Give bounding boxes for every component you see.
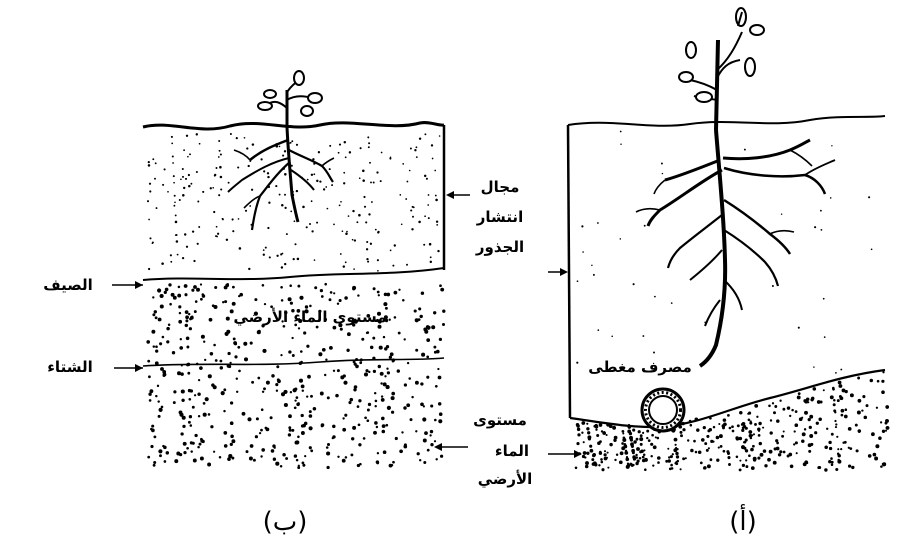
panel-b-caption: (ب): [263, 507, 308, 537]
groundwater-label-line2: الماء: [495, 442, 529, 460]
root-zone-label-line3: الجذور: [475, 238, 524, 256]
covered-drain-label: مصرف مغطى: [588, 358, 692, 376]
root-zone-edge-a: [568, 125, 570, 418]
groundwater-label-line3: الأرضي: [478, 470, 533, 488]
soil-dots-lower-a: [575, 371, 890, 472]
summer-label-group: الصيف: [43, 276, 143, 294]
root-zone-label-group: مجال انتشار الجذور: [446, 178, 568, 276]
winter-water-table-line: [143, 358, 444, 366]
center-labels: مجال انتشار الجذور مستوى الماء الأرضي: [434, 178, 582, 488]
panel-a: مصرف مغطى (أ): [568, 8, 889, 537]
summer-label: الصيف: [43, 276, 93, 294]
groundwater-level-label-b: مستوى الماء الأرضي: [233, 308, 386, 326]
winter-label: الشتاء: [47, 358, 92, 376]
winter-label-group: الشتاء: [47, 358, 143, 376]
panel-b: الصيف الشتاء مستوى الماء الأرضي (ب): [43, 71, 445, 537]
plant-large: [636, 8, 835, 366]
groundwater-label-group: مستوى الماء الأرضي: [434, 411, 582, 488]
water-table-line-a: [570, 370, 885, 427]
panel-a-caption: (أ): [729, 503, 757, 537]
soil-surface-line-a: [568, 116, 885, 126]
root-zone-label-line2: انتشار: [476, 208, 523, 226]
groundwater-label-line1: مستوى: [473, 411, 527, 429]
root-zone-label-line1: مجال: [481, 178, 520, 196]
summer-water-table-line: [143, 268, 444, 280]
plant-small: [228, 71, 334, 230]
soil-surface-line: [143, 123, 444, 129]
covered-drain-pipe: [642, 389, 684, 431]
